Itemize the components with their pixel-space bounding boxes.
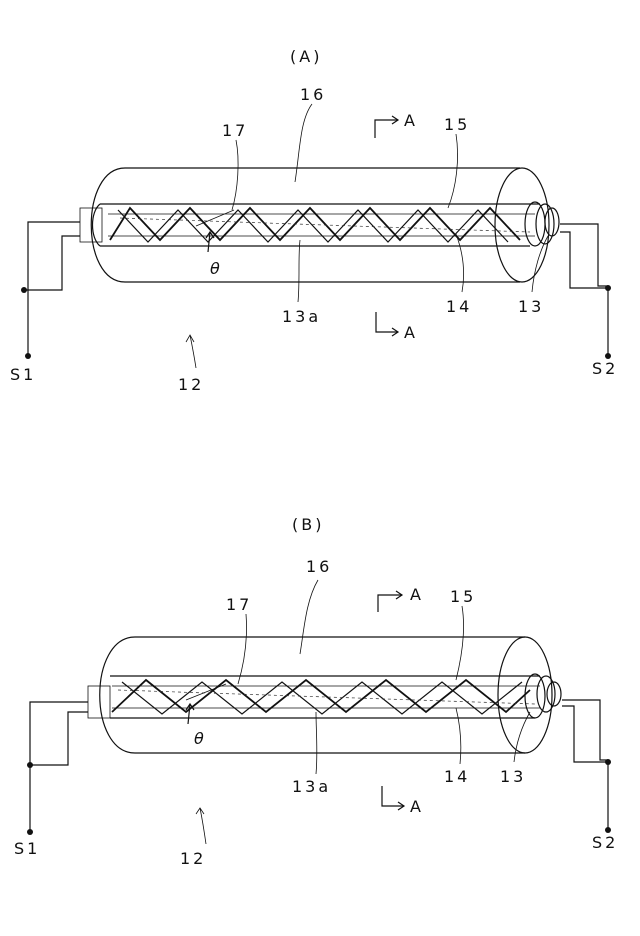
leader-17: [237, 613, 247, 685]
label-winding: 17: [226, 595, 252, 614]
leader-13: [513, 711, 531, 763]
right-lead-upper: [560, 223, 608, 287]
left-lead-upper: [27, 221, 80, 356]
helical-winding-front: [109, 206, 521, 242]
winding-hidden-line: [119, 217, 531, 233]
section-mark-bottom: [381, 786, 404, 807]
section-mark-top: [374, 119, 398, 138]
terminal-s1-dot: [27, 829, 33, 835]
label-terminal-s1: S1: [10, 365, 36, 384]
leader-14: [455, 233, 464, 293]
label-section-bottom: A: [404, 323, 418, 342]
inner-tube-left-end: [91, 203, 101, 247]
left-lead-lower: [30, 711, 88, 766]
right-lead-lower: [560, 231, 609, 356]
label-coil: 14: [446, 297, 472, 316]
section-mark-top: [377, 594, 402, 612]
section-arrow-top: [391, 115, 400, 125]
outer-tube-right-cap: [494, 167, 550, 283]
conductor-end-ring-3: [546, 681, 562, 707]
left-end-sleeve: [79, 207, 103, 243]
right-junction-dot: [605, 285, 611, 291]
helical-winding-back: [117, 209, 509, 243]
conductor-end-ring-1: [524, 673, 546, 719]
angle-arrow: [205, 230, 215, 253]
terminal-s1-dot: [25, 353, 31, 359]
label-outer-tube: 16: [306, 557, 332, 576]
figure-b: (B): [14, 515, 618, 868]
label-outer-tube: 16: [300, 85, 326, 104]
outer-tube-left-cap: [90, 167, 126, 283]
label-terminal-s2: S2: [592, 359, 618, 378]
leader-13: [531, 235, 549, 293]
leader-16: [299, 579, 319, 655]
conductor-end-ring-2: [535, 203, 555, 245]
label-angle: θ: [194, 729, 207, 748]
label-conductor: 13: [518, 297, 544, 316]
angle-ray: [195, 209, 235, 227]
leader-13a: [297, 239, 301, 303]
left-junction-dot: [21, 287, 27, 293]
terminal-s2-dot: [605, 827, 611, 833]
conductor-end-ring-3: [544, 207, 560, 237]
label-core: 13a: [292, 777, 331, 796]
leader-16: [294, 103, 313, 183]
leader-12: [195, 807, 207, 845]
figure-a: (A): [10, 47, 618, 394]
angle-arrow: [185, 702, 195, 725]
leader-13a: [315, 711, 318, 775]
label-terminal-s1: S1: [14, 839, 40, 858]
leader-15: [455, 605, 464, 681]
helical-winding-back: [121, 681, 523, 715]
label-inner-tube: 15: [450, 587, 476, 606]
left-lead-lower: [24, 235, 80, 291]
label-assembly: 12: [180, 849, 206, 868]
leader-14: [455, 707, 462, 765]
right-junction-dot: [605, 759, 611, 765]
conductor-end-ring-1: [524, 201, 546, 247]
left-junction-dot: [27, 762, 33, 768]
label-inner-tube: 15: [444, 115, 470, 134]
label-section-top: A: [410, 585, 424, 604]
outer-tube-left-cap: [99, 636, 136, 754]
figure-b-caption: (B): [292, 515, 324, 534]
label-section-bottom: A: [410, 797, 424, 816]
leader-15: [447, 133, 458, 209]
section-arrow-top: [395, 590, 404, 600]
left-end-sleeve: [87, 685, 111, 719]
section-mark-bottom: [375, 312, 398, 333]
label-core: 13a: [282, 307, 321, 326]
left-lead-upper: [29, 701, 88, 832]
section-arrow-bottom: [397, 801, 406, 811]
outer-tube-right-cap: [497, 636, 553, 754]
label-conductor: 13: [500, 767, 526, 786]
section-arrow-bottom: [391, 327, 400, 337]
right-lead-lower: [562, 705, 609, 830]
conductor-end-ring-2: [536, 675, 556, 713]
label-winding: 17: [222, 121, 248, 140]
terminal-s2-dot: [605, 353, 611, 359]
leader-12: [185, 334, 197, 369]
label-assembly: 12: [178, 375, 204, 394]
figure-a-caption: (A): [290, 47, 322, 66]
right-lead-upper: [562, 699, 608, 761]
angle-ray: [185, 683, 227, 701]
leader-17: [231, 139, 239, 211]
helical-winding-front: [111, 678, 531, 714]
label-angle: θ: [210, 259, 223, 278]
label-coil: 14: [444, 767, 470, 786]
label-terminal-s2: S2: [592, 833, 618, 852]
label-section-top: A: [404, 111, 418, 130]
